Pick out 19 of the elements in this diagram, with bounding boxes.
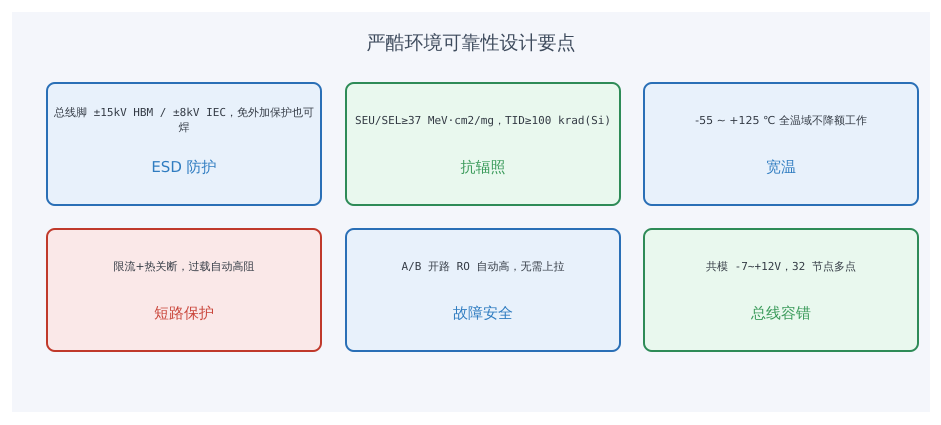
feature-card — [643, 228, 919, 352]
card-description: A/B 开路 RO 自动高，无需上拉 — [402, 258, 564, 274]
feature-card — [345, 82, 621, 206]
card-description: -55 ~ +125 ℃ 全温域不降额工作 — [695, 112, 867, 128]
card-heading: 总线容错 — [751, 303, 811, 323]
card-description: 总线脚 ±15kV HBM / ±8kV IEC，免外加保护也可焊 — [53, 105, 315, 135]
feature-card — [46, 228, 322, 352]
card-heading: 故障安全 — [453, 303, 513, 323]
feature-card — [345, 228, 621, 352]
card-heading: 短路保护 — [154, 303, 214, 323]
card-heading: 抗辐照 — [460, 157, 506, 177]
card-description: 共模 -7~+12V，32 节点多点 — [706, 258, 856, 274]
card-description: SEU/SEL≥37 MeV·cm2/mg，TID≥100 krad(Si) — [354, 112, 612, 128]
card-heading: 宽温 — [766, 157, 796, 177]
diagram-title: 严酷环境可靠性设计要点 — [366, 32, 576, 54]
feature-card — [46, 82, 322, 206]
feature-card — [643, 82, 919, 206]
card-heading: ESD 防护 — [151, 157, 217, 177]
card-description: 限流+热关断，过载自动高阻 — [113, 258, 255, 274]
